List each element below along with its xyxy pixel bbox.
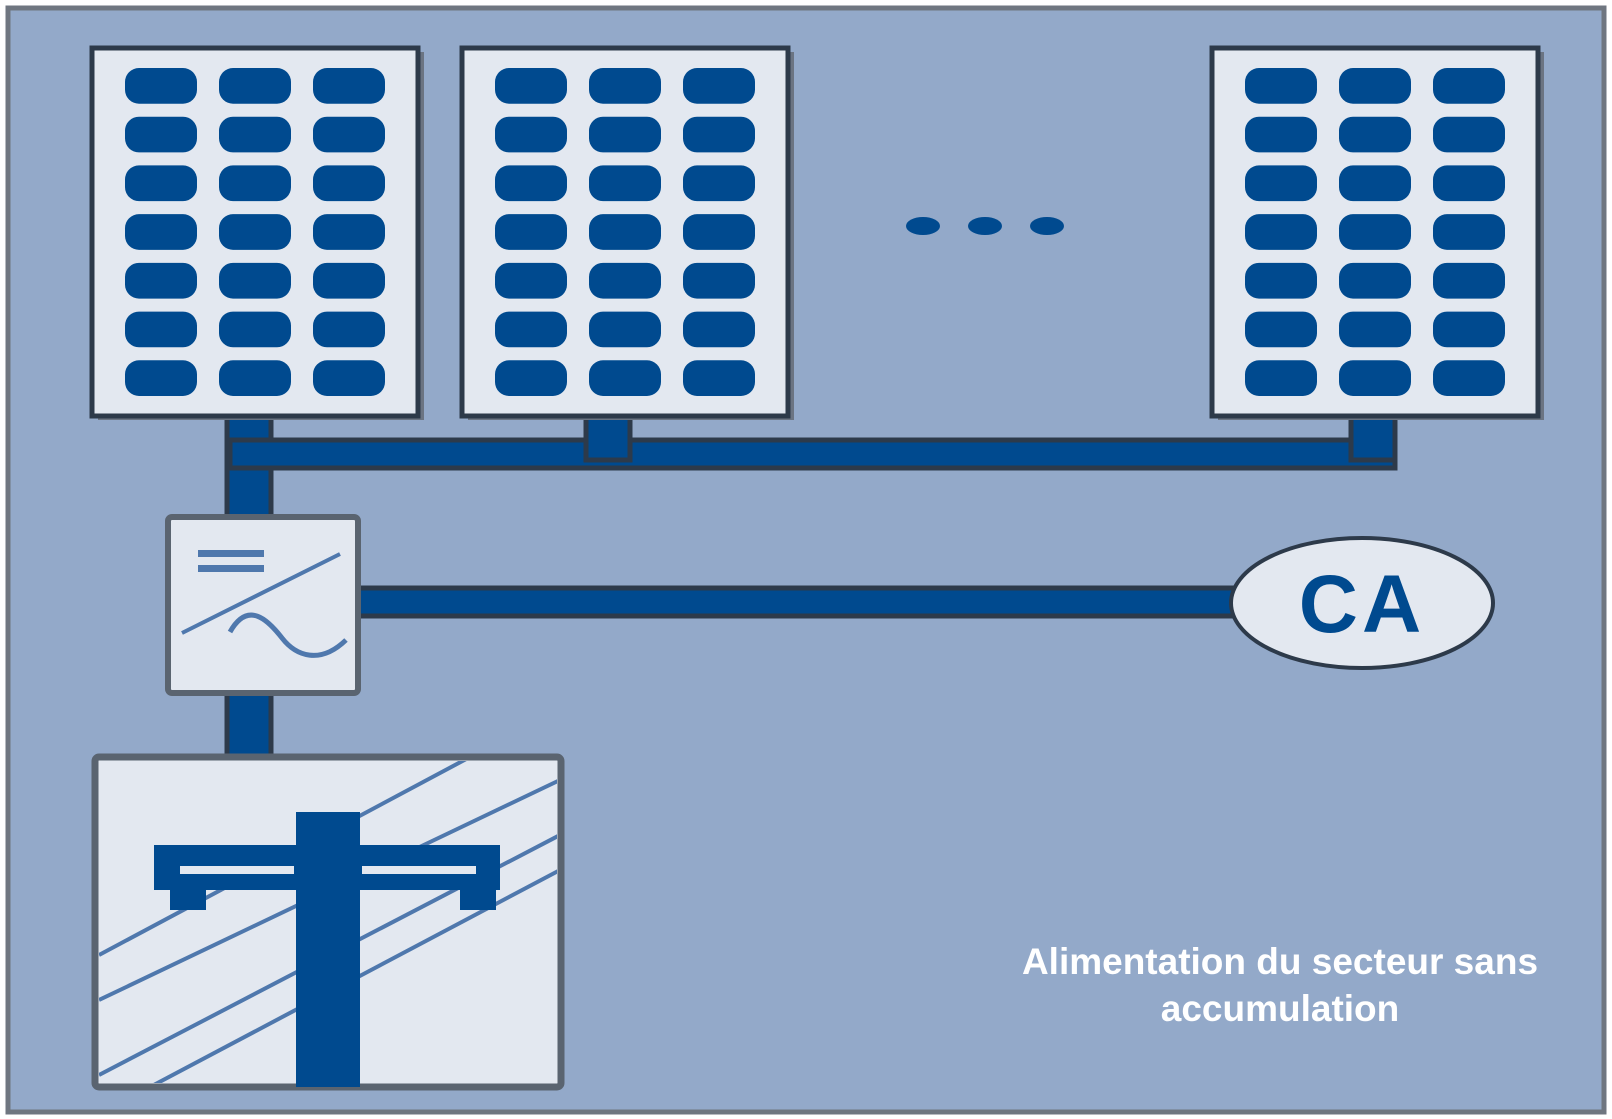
solar-cell [683, 311, 755, 348]
solar-cell [1245, 360, 1317, 396]
solar-panel-1 [89, 45, 424, 420]
more-panels-ellipsis [906, 217, 1064, 235]
solar-cell [219, 360, 291, 396]
solar-cell [313, 165, 385, 202]
solar-cell [125, 116, 197, 153]
solar-cell [219, 116, 291, 153]
solar-cell [683, 116, 755, 153]
solar-cell [589, 214, 661, 250]
solar-cell [219, 311, 291, 348]
solar-cell [589, 311, 661, 348]
solar-cell [125, 360, 197, 396]
solar-cell [1245, 214, 1317, 250]
solar-cell [1433, 116, 1505, 153]
solar-cell [683, 68, 755, 104]
solar-cell [589, 165, 661, 202]
solar-panel-2 [459, 45, 794, 420]
solar-cell [1433, 165, 1505, 202]
solar-cell [589, 116, 661, 153]
solar-cell [219, 262, 291, 299]
solar-cell [1339, 116, 1411, 153]
solar-cell [1433, 360, 1505, 396]
solar-cell [1433, 68, 1505, 104]
solar-cell [1433, 311, 1505, 348]
solar-cell [219, 165, 291, 202]
solar-cell [495, 68, 567, 104]
solar-cell [1339, 214, 1411, 250]
solar-cell [313, 311, 385, 348]
solar-cell [1433, 214, 1505, 250]
utility-pole-icon [91, 753, 565, 1091]
caption-line-2: accumulation [1160, 988, 1400, 1029]
dc-ac-inverter-icon [165, 514, 361, 696]
solar-cell [219, 214, 291, 250]
solar-cell [495, 360, 567, 396]
solar-cell [589, 262, 661, 299]
solar-cell [495, 116, 567, 153]
solar-cell [125, 165, 197, 202]
solar-cell [683, 165, 755, 202]
solar-cell [125, 68, 197, 104]
solar-cell [125, 311, 197, 348]
solar-cell [683, 360, 755, 396]
solar-cell [125, 214, 197, 250]
solar-cell [125, 262, 197, 299]
solar-cell [313, 262, 385, 299]
solar-cell [219, 68, 291, 104]
solar-cell [495, 262, 567, 299]
solar-cell [1339, 311, 1411, 348]
ac-output-wire [352, 585, 1243, 619]
solar-cell [683, 214, 755, 250]
solar-cell [589, 68, 661, 104]
solar-cell [1339, 165, 1411, 202]
caption-line-1: Alimentation du secteur sans [1021, 941, 1539, 982]
solar-cell [1245, 116, 1317, 153]
solar-cell [1245, 68, 1317, 104]
solar-cell [683, 262, 755, 299]
solar-cell [495, 214, 567, 250]
solar-cell [495, 311, 567, 348]
solar-cell [1339, 262, 1411, 299]
solar-cell [495, 165, 567, 202]
solar-panel-n [1209, 45, 1544, 420]
solar-cell [1339, 360, 1411, 396]
solar-cell [1245, 165, 1317, 202]
solar-cell [313, 116, 385, 153]
solar-cell [1433, 262, 1505, 299]
solar-cell [313, 360, 385, 396]
diagram-caption: Alimentation du secteur sans accumulatio… [990, 938, 1570, 1032]
solar-cell [1245, 311, 1317, 348]
solar-cell [313, 68, 385, 104]
solar-cell [589, 360, 661, 396]
solar-cell [1339, 68, 1411, 104]
solar-cell [313, 214, 385, 250]
solar-cell [1245, 262, 1317, 299]
ac-load-label: CA [1299, 559, 1425, 650]
ac-load-node: CA [1229, 536, 1495, 670]
